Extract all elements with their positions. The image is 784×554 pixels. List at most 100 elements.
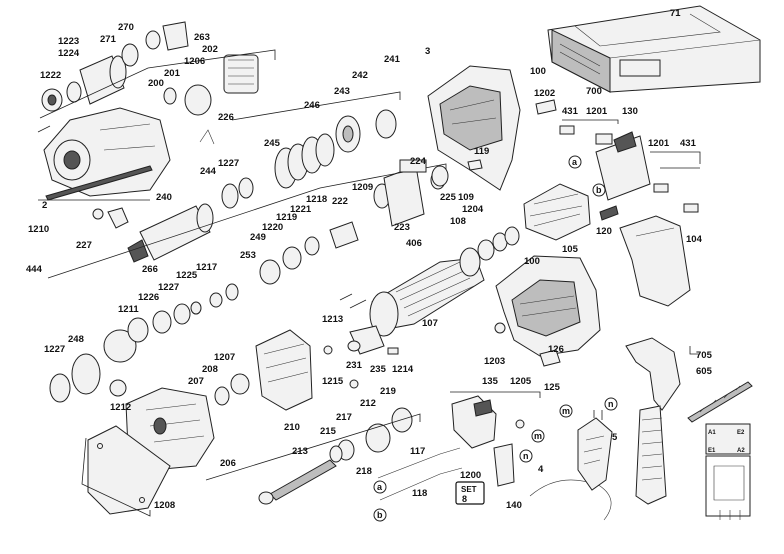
brush-holder-assembly[interactable] (559, 119, 701, 213)
side-handle[interactable] (625, 337, 700, 505)
set-badge: SET 8 (455, 481, 485, 505)
fan-baffle[interactable] (347, 325, 399, 355)
label-2: 2 (42, 200, 47, 211)
label-271: 271 (100, 34, 117, 45)
label-1211: 1211 (118, 304, 139, 315)
tag-b-bottom: b (377, 510, 383, 520)
motor-housing[interactable] (399, 65, 557, 191)
set-badge-line2: 8 (462, 494, 467, 504)
label-263: 263 (194, 32, 210, 43)
label-1223: 1223 (58, 36, 79, 47)
label-222: 222 (332, 196, 348, 207)
spindle-assembly[interactable] (47, 163, 447, 315)
gear-train[interactable] (221, 91, 401, 209)
label-1221: 1221 (290, 204, 312, 215)
label-1209: 1209 (352, 182, 373, 193)
label-119: 119 (474, 146, 489, 157)
label-218: 218 (356, 466, 372, 477)
wiring-schematic: A1 E2 E1 A2 (705, 423, 751, 520)
label-1222: 1222 (40, 70, 61, 81)
label-1204: 1204 (462, 204, 484, 215)
depth-stop-rod[interactable] (687, 381, 753, 423)
label-117: 117 (410, 446, 425, 457)
tag-a-bottom: a (377, 482, 383, 492)
label-246: 246 (304, 100, 320, 111)
label-241: 241 (384, 54, 401, 65)
label-201: 201 (164, 68, 181, 79)
armature[interactable] (339, 226, 520, 337)
stator[interactable] (523, 183, 591, 241)
power-plug[interactable] (577, 410, 613, 491)
label-126: 126 (548, 344, 564, 355)
label-227: 227 (76, 240, 92, 251)
label-1210: 1210 (28, 224, 49, 235)
handle-housing[interactable] (494, 255, 601, 367)
label-71: 71 (670, 8, 681, 19)
label-1214: 1214 (392, 364, 414, 375)
label-1218: 1218 (306, 194, 327, 205)
label-108: 108 (450, 216, 466, 227)
label-200: 200 (148, 78, 164, 89)
label-1200: 1200 (460, 470, 481, 481)
tag-m-plug: m (562, 406, 570, 416)
label-223: 223 (394, 222, 410, 233)
label-1219: 1219 (276, 212, 297, 223)
label-1220: 1220 (262, 222, 283, 233)
tag-n-plug: n (608, 399, 614, 409)
label-243: 243 (334, 86, 350, 97)
label-248: 248 (68, 334, 84, 345)
label-140: 140 (506, 500, 522, 511)
label-244: 244 (200, 166, 217, 177)
tag-m-switch: m (534, 431, 542, 441)
carry-case[interactable] (547, 5, 761, 93)
label-605: 605 (696, 366, 713, 377)
label-224: 224 (410, 156, 427, 167)
label-700: 700 (586, 86, 602, 97)
label-125: 125 (544, 382, 561, 393)
label-231: 231 (346, 360, 363, 371)
label-225: 225 (440, 192, 457, 203)
label-130: 130 (622, 106, 638, 117)
label-1201-left: 1201 (586, 106, 608, 117)
label-213: 213 (292, 446, 308, 457)
label-240: 240 (156, 192, 172, 203)
label-219: 219 (380, 386, 396, 397)
label-207: 207 (188, 376, 204, 387)
label-120: 120 (596, 226, 612, 237)
label-1215: 1215 (322, 376, 344, 387)
label-104: 104 (686, 234, 703, 245)
label-249: 249 (250, 232, 266, 243)
label-1227-bottom: 1227 (44, 344, 65, 355)
label-5: 5 (612, 432, 618, 443)
label-135: 135 (482, 376, 499, 387)
label-444: 444 (26, 264, 43, 275)
label-3: 3 (425, 46, 430, 57)
front-housing[interactable] (37, 107, 215, 229)
label-202: 202 (202, 44, 218, 55)
label-1213: 1213 (322, 314, 343, 325)
label-1212: 1212 (110, 402, 131, 413)
rear-cover[interactable] (599, 205, 691, 307)
set-badge-line1: SET (461, 485, 477, 494)
label-270: 270 (118, 22, 134, 33)
label-1217: 1217 (196, 262, 217, 273)
gasket-plate[interactable] (81, 425, 171, 517)
label-1208: 1208 (154, 500, 175, 511)
label-245: 245 (264, 138, 281, 149)
tag-b-top: b (596, 185, 602, 195)
reference-tags: a b a b m n m n (373, 155, 618, 522)
label-1205: 1205 (510, 376, 532, 387)
label-235: 235 (370, 364, 387, 375)
schematic-a1: A1 (708, 430, 716, 436)
label-1203: 1203 (484, 356, 505, 367)
label-431-right: 431 (680, 138, 697, 149)
chuck-assembly[interactable] (39, 21, 276, 119)
small-gears[interactable] (205, 345, 421, 505)
switch-assembly[interactable] (450, 391, 541, 487)
gear-cage[interactable] (49, 303, 313, 411)
cables[interactable] (377, 447, 612, 521)
label-215: 215 (320, 426, 337, 437)
label-705: 705 (696, 350, 713, 361)
label-100-mid: 100 (524, 256, 540, 267)
